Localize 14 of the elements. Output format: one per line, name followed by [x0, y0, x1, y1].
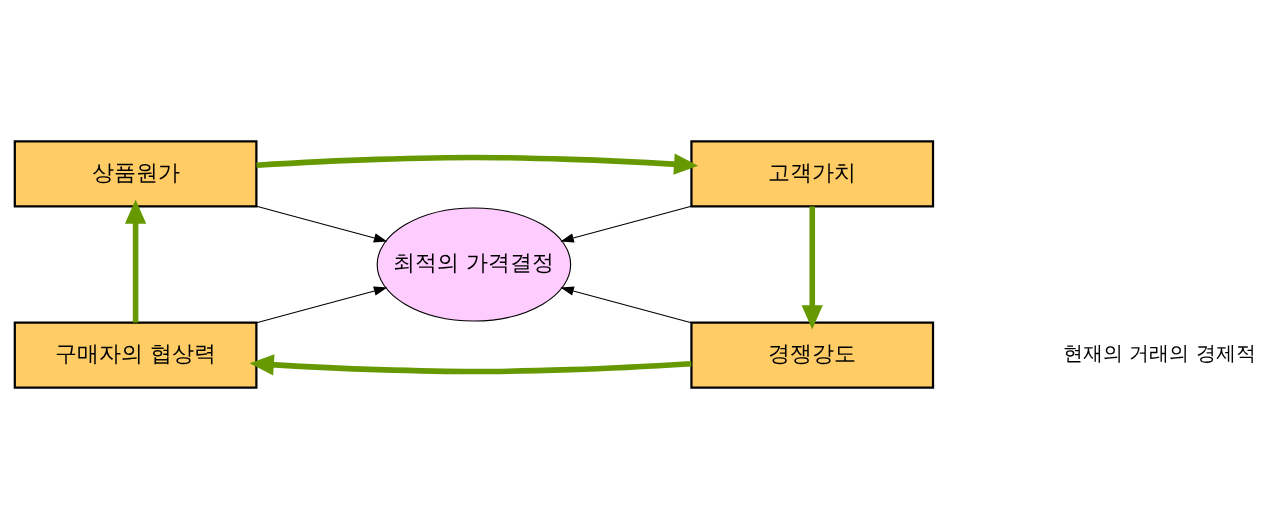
label: 현재의 거래의 경제적 — [1063, 340, 1256, 365]
arrow — [560, 285, 692, 323]
node-box: 구매자의 협상력 — [13, 321, 258, 389]
arrow — [560, 205, 692, 243]
node-box: 고객가치 — [690, 139, 935, 207]
node-ellipse: 최적의 가격결정 — [376, 206, 572, 322]
arrow — [124, 198, 147, 323]
arrow — [256, 153, 699, 175]
arrow — [256, 286, 388, 323]
arrow — [249, 353, 692, 375]
node-box: 경쟁강도 — [690, 321, 935, 389]
node-box: 상품원가 — [13, 139, 258, 207]
arrow — [801, 205, 823, 329]
arrow — [256, 205, 388, 242]
